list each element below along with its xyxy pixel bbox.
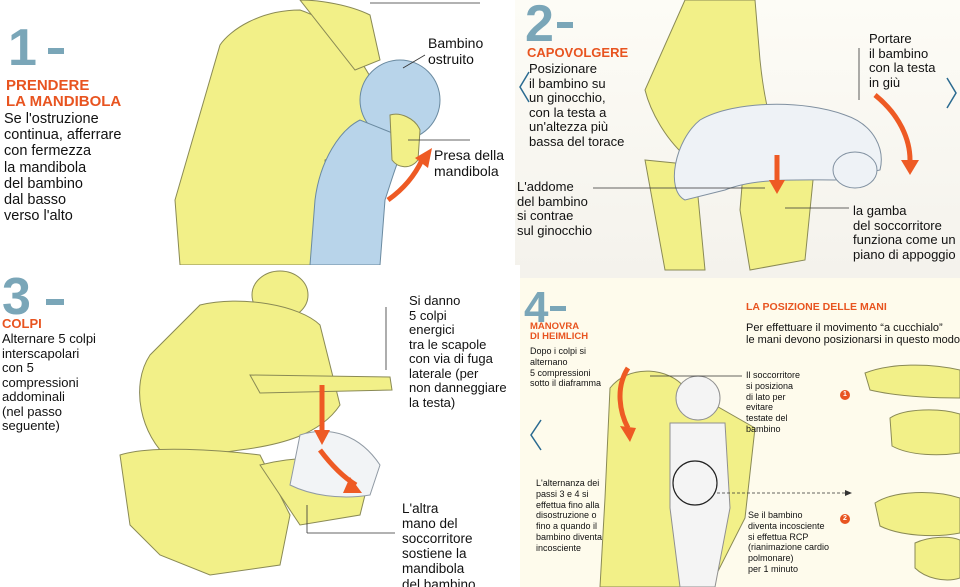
label-other-hand: L'altra mano del soccorritore sostiene l…: [402, 501, 476, 587]
hand-step-badge-2: 2: [840, 514, 850, 524]
step2-title: CAPOVOLGERE: [527, 45, 629, 60]
hands-position-title: LA POSIZIONE DELLE MANI: [746, 301, 887, 313]
step4-title: MANOVRA DI HEIMLICH: [530, 322, 588, 342]
step3-title: COLPI: [2, 316, 42, 331]
prev-chevron-icon-lower[interactable]: [528, 418, 544, 452]
step1-number: 1: [8, 19, 37, 77]
label-head-down: Portare il bambino con la testa in giù: [869, 31, 936, 90]
label-abdomen: L'addome del bambino si contrae sul gino…: [517, 179, 593, 238]
step4-panel: 4 MANOVRA DI HEIMLICH Dopo i colpi si al…: [520, 278, 960, 587]
step1-body: Se l'ostruzione continua, afferrare con …: [4, 111, 122, 225]
label-rescuer-leg: la gamba del soccorritore funziona come …: [853, 203, 956, 262]
label-child-obstructed: Bambino ostruito: [428, 35, 484, 67]
step3-number-dash: [46, 299, 64, 305]
step3-panel: 3 COLPI Alternare 5 colpi interscapolari…: [0, 265, 520, 587]
step1-title-line1: PRENDERE: [6, 77, 90, 94]
step4-title-line2: DI HEIMLICH: [530, 330, 589, 342]
step1-illustration: [174, 0, 480, 265]
step3-illustration: [119, 270, 395, 576]
step3-body: Alternare 5 colpi interscapolari con 5 c…: [2, 331, 96, 434]
label-cpr: Se il bambino diventa incosciente si eff…: [748, 510, 830, 574]
step2-illustration: [593, 0, 919, 271]
step4-number-dash: [550, 306, 566, 311]
step1-title-line2: LA MANDIBOLA: [6, 92, 122, 110]
prev-chevron-icon[interactable]: [517, 70, 533, 104]
label-alternation: L'alternanza dei passi 3 e 4 si effettua…: [536, 478, 603, 553]
step3-number: 3: [2, 268, 31, 326]
label-jaw-grip: Presa della mandibola: [434, 147, 505, 179]
step2-panel: 2 CAPOVOLGERE Posizionare il bambino su …: [515, 0, 960, 278]
next-chevron-icon[interactable]: [943, 76, 959, 110]
step4-title-line1: MANOVRA: [530, 321, 580, 332]
step4-illustration: [599, 364, 960, 587]
step1-number-dash: [48, 48, 64, 54]
label-back-blows: Si danno 5 colpi energici tra le scapole…: [409, 293, 507, 410]
hands-position-text: Per effettuare il movimento “a cucchialo…: [746, 322, 960, 347]
step1-title: PRENDERE LA MANDIBOLA: [6, 78, 121, 110]
step1-panel: 1 PRENDERE LA MANDIBOLA Se l'ostruzione …: [0, 0, 515, 265]
label-rescuer-side: Il soccorritore si posiziona di lato per…: [746, 370, 801, 434]
step2-body: Posizionare il bambino su un ginocchio, …: [529, 61, 625, 149]
step4-body: Dopo i colpi si alternano 5 compressioni…: [530, 346, 602, 389]
hand-step-badge-1: 1: [840, 390, 850, 400]
step4-number: 4: [524, 283, 549, 332]
step2-number: 2: [525, 0, 554, 53]
step2-number-dash: [557, 22, 573, 28]
